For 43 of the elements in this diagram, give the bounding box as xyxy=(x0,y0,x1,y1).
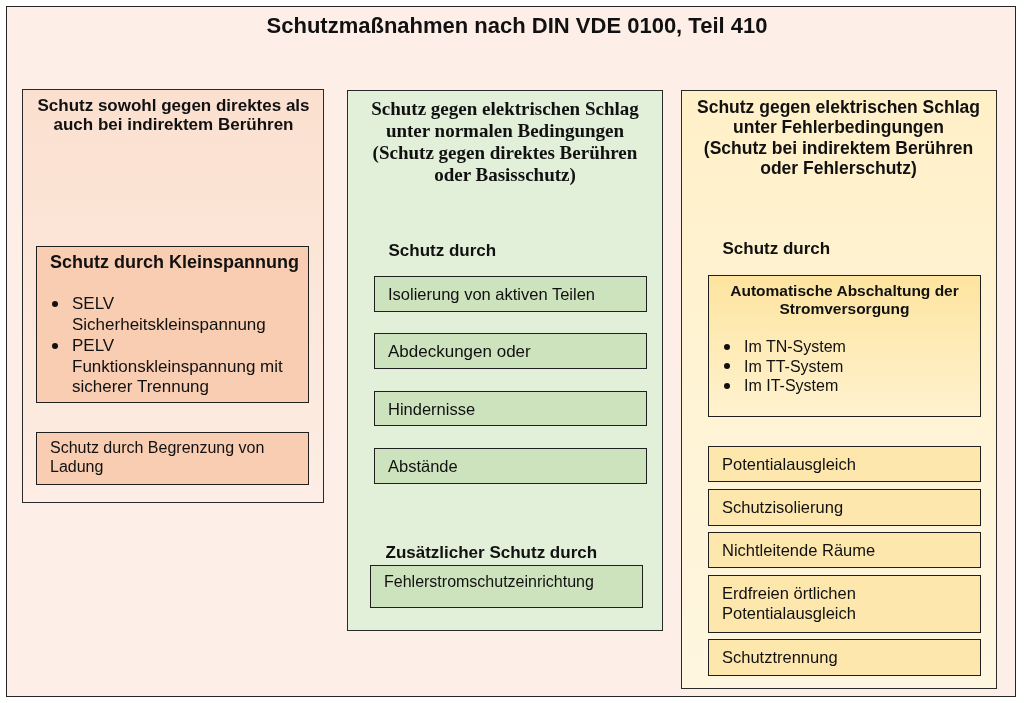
measure-label: Abdeckungen oder xyxy=(388,342,532,362)
panel-heading: Schutz sowohl gegen direktes als auch bei indirektem Berühren xyxy=(36,95,311,135)
list-item: Im TT-System xyxy=(744,356,844,376)
list-item: Im TN-System xyxy=(744,337,846,357)
section-label: Zusätzlicher Schutz durch xyxy=(385,542,598,563)
measure-box xyxy=(708,575,981,633)
group-heading: Automatische Abschaltung der Stromversorgung xyxy=(729,282,960,318)
measure-label: Fehlerstromschutzeinrichtung xyxy=(384,572,595,591)
measure-box xyxy=(370,565,643,608)
measure-box xyxy=(374,333,647,369)
measure-label: Abstände xyxy=(388,456,459,476)
measure-box xyxy=(708,275,981,417)
measure-box xyxy=(374,391,647,426)
group-heading: Schutz durch Kleinspannung xyxy=(50,252,300,273)
measure-box xyxy=(708,639,981,676)
measure-box xyxy=(374,448,647,484)
measure-label: Isolierung von aktiven Teilen xyxy=(388,284,596,304)
measure-box xyxy=(708,532,981,568)
list-item: PELV Funktionskleinspannung mit sicherer Trennung xyxy=(72,336,284,398)
measure-box xyxy=(36,432,309,485)
list-item: SELV Sicherheitskleinspannung xyxy=(72,294,267,335)
panel-heading: Schutz gegen elektrischen Schlag unter normalen Bedingungen xyxy=(370,97,640,142)
category-panel xyxy=(21,88,324,503)
section-label: Schutz durch xyxy=(722,238,831,259)
panel-heading: (Schutz gegen direktes Berühren oder Basisschutz) xyxy=(371,141,639,186)
measure-label: Schutztrennung xyxy=(722,647,839,667)
panel-heading: (Schutz bei indirektem Berühren oder Fehlerschutz) xyxy=(702,137,975,179)
measure-box xyxy=(36,246,309,403)
measure-label: Hindernisse xyxy=(388,399,477,419)
section-label: Schutz durch xyxy=(388,240,497,261)
measure-box xyxy=(374,276,647,312)
measure-box xyxy=(708,489,981,526)
measure-label: Potentialausgleich xyxy=(722,454,857,474)
category-panel xyxy=(680,89,997,689)
measure-label: Nichtleitende Räume xyxy=(722,540,877,560)
diagram-title: Schutzmaßnahmen nach DIN VDE 0100, Teil 410 xyxy=(265,13,769,39)
measure-label: Erdfreien örtlichen Potentialausgleich xyxy=(722,583,857,623)
measure-box xyxy=(708,446,981,482)
list-item: Im IT-System xyxy=(744,376,839,396)
measure-label: Schutzisolierung xyxy=(722,497,845,517)
panel-heading: Schutz gegen elektrischen Schlag unter Fehlerbedingungen xyxy=(696,96,981,138)
category-panel xyxy=(346,89,663,631)
measure-label: Schutz durch Begrenzung von Ladung xyxy=(50,438,266,476)
